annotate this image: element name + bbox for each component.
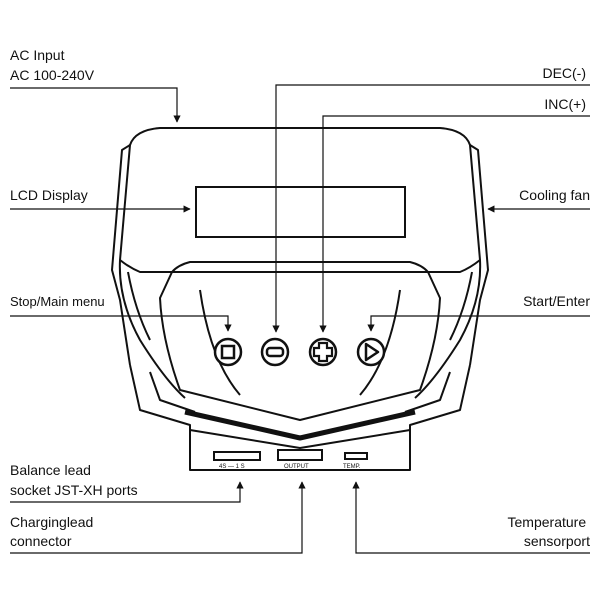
output-port-label: OUTPUT	[284, 464, 309, 470]
lcd-display	[195, 186, 406, 238]
temperature-leader	[352, 481, 590, 554]
output-port: OUTPUT	[277, 449, 323, 470]
inc-label: INC(+)	[544, 96, 586, 112]
inc-button[interactable]	[308, 337, 338, 367]
temperature-line1: Temperature	[508, 514, 587, 530]
cooling-fan-label: Cooling fan	[519, 187, 590, 203]
balance-port-label: 4S — 1 S	[219, 464, 245, 470]
dec-leader	[272, 84, 590, 333]
balance-line2: socket JST-XH ports	[10, 482, 138, 498]
charger-body	[111, 127, 489, 471]
balance-label: Balance lead socket JST-XH ports	[10, 462, 138, 498]
lcd-label: LCD Display	[10, 187, 88, 203]
balance-line1: Balance lead	[10, 462, 91, 478]
ac-input-label: AC Input AC 100-240V	[10, 47, 95, 83]
charginglead-leader	[10, 481, 306, 554]
stop-button[interactable]	[213, 337, 243, 367]
balance-port: 4S — 1 S	[213, 451, 261, 470]
stop-leader	[10, 315, 232, 332]
ac-input-line2: AC 100-240V	[10, 67, 95, 83]
stop-label: Stop/Main menu	[10, 294, 105, 309]
dec-button[interactable]	[260, 337, 290, 367]
charginglead-line2: connector	[10, 533, 72, 549]
temperature-label: Temperature sensorport	[508, 514, 591, 549]
start-label: Start/Enter	[523, 293, 590, 309]
inc-leader	[319, 115, 590, 333]
dec-label: DEC(-)	[542, 65, 586, 81]
ac-input-line1: AC Input	[10, 47, 65, 63]
callout-lines	[10, 84, 590, 554]
balance-leader	[10, 481, 244, 503]
temp-port: TEMP.	[343, 452, 368, 470]
ac-input-leader	[10, 87, 181, 123]
temperature-line2: sensorport	[524, 533, 590, 549]
charginglead-label: Charginglead connector	[10, 514, 97, 549]
temp-port-label: TEMP.	[343, 464, 361, 470]
charginglead-line1: Charginglead	[10, 514, 93, 530]
start-leader	[367, 315, 590, 332]
start-button[interactable]	[356, 337, 386, 367]
